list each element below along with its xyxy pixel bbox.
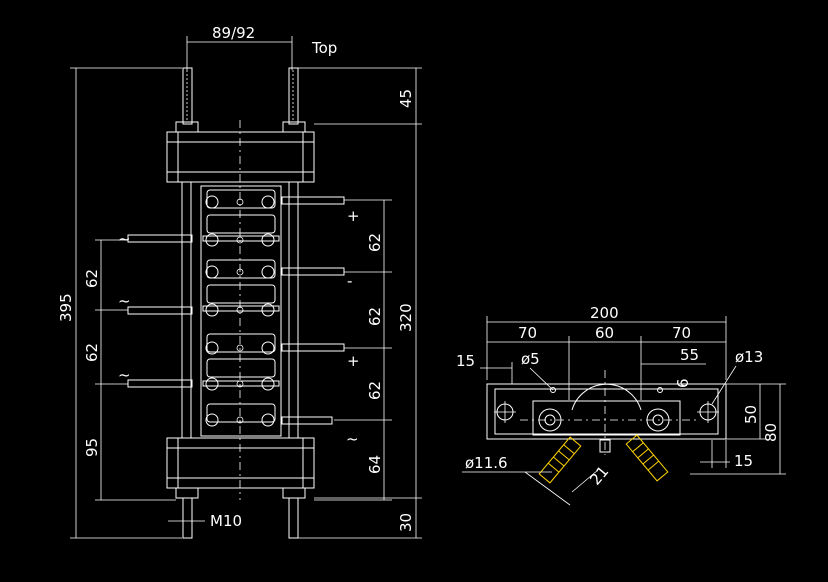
clamp-bar bbox=[532, 400, 681, 436]
heatsink-arc bbox=[571, 383, 642, 411]
left-dim-1: 62 bbox=[83, 269, 101, 288]
dim-55-label: 55 bbox=[680, 346, 699, 364]
left-dim-2: 62 bbox=[83, 343, 101, 362]
right-dim-1: 62 bbox=[366, 233, 384, 252]
bottom-clamp-block bbox=[166, 437, 315, 489]
top-label: Top bbox=[311, 39, 337, 57]
seg-right-label: 70 bbox=[672, 324, 691, 342]
width-dim-label: 89/92 bbox=[212, 24, 255, 42]
cell-stack bbox=[200, 185, 282, 437]
edge-15-label: 15 bbox=[734, 452, 753, 470]
front-view: 89/92 Top bbox=[57, 24, 422, 539]
bolt-label: M10 bbox=[210, 512, 242, 530]
ac-mark-right: ~ bbox=[346, 430, 359, 448]
overall-height-label: 395 bbox=[57, 293, 75, 322]
seg-mid-label: 60 bbox=[595, 324, 614, 342]
ac-mark-left-3: ~ bbox=[118, 366, 131, 384]
top-clamp-block bbox=[166, 131, 315, 183]
stud-bottom-right bbox=[288, 497, 299, 539]
right-dim-3: 62 bbox=[366, 381, 384, 400]
angled-terminals bbox=[538, 434, 669, 484]
edge-offset-label: 15 bbox=[456, 352, 475, 370]
right-dim-4: 64 bbox=[366, 455, 384, 474]
stud-top-dim: 45 bbox=[397, 89, 415, 108]
ac-mark-left-2: ~ bbox=[118, 292, 131, 310]
stud-bottom-dim: 30 bbox=[397, 513, 415, 532]
small-6-label: 6 bbox=[674, 378, 692, 388]
stud-top-left bbox=[182, 67, 193, 125]
overall-width-label: 200 bbox=[590, 304, 619, 322]
height-80-label: 80 bbox=[762, 423, 780, 442]
stud-bottom-left bbox=[182, 497, 193, 539]
dia-11-6-label: ø11.6 bbox=[465, 454, 508, 472]
minus-mark: - bbox=[347, 272, 352, 290]
left-terminals bbox=[127, 234, 193, 388]
left-dim-3: 95 bbox=[83, 438, 101, 457]
base-plate bbox=[486, 383, 727, 440]
side-view: 200 70 60 70 15 ø5 55 ø13 6 bbox=[456, 304, 786, 506]
right-terminals bbox=[281, 196, 345, 425]
plus-mark-2: + bbox=[347, 352, 360, 370]
right-dim-2: 62 bbox=[366, 307, 384, 326]
hole-13-label: ø13 bbox=[735, 348, 763, 366]
seg-left-label: 70 bbox=[518, 324, 537, 342]
stud-top-right bbox=[288, 67, 299, 125]
dim-21-label: 21 bbox=[586, 462, 612, 488]
body-height-dim: 320 bbox=[397, 303, 415, 332]
plus-mark-1: + bbox=[347, 207, 360, 225]
height-50-label: 50 bbox=[742, 405, 760, 424]
small-hole-label: ø5 bbox=[521, 350, 540, 368]
ac-mark-left-1: ~ bbox=[118, 230, 131, 248]
